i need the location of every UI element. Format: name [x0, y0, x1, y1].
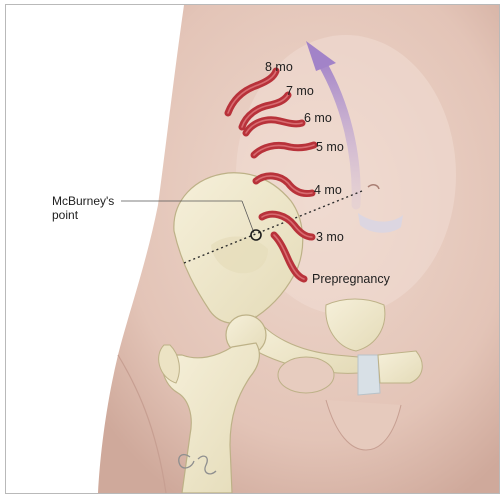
label-3mo: 3 mo	[316, 231, 344, 244]
label-7mo: 7 mo	[286, 85, 314, 98]
label-5mo: 5 mo	[316, 141, 344, 154]
illustration-frame: 8 mo 7 mo 6 mo 5 mo 4 mo 3 mo Prepregnan…	[5, 4, 500, 494]
label-4mo: 4 mo	[314, 184, 342, 197]
label-6mo: 6 mo	[304, 112, 332, 125]
obturator-foramen	[278, 357, 334, 393]
pubic-symphysis	[358, 355, 380, 395]
label-mcburneys-point: McBurney's point	[52, 195, 132, 223]
pubic-ramus-right	[378, 351, 422, 383]
anatomy-illustration	[6, 5, 499, 493]
label-8mo: 8 mo	[265, 61, 293, 74]
label-prepregnancy: Prepregnancy	[312, 273, 390, 286]
